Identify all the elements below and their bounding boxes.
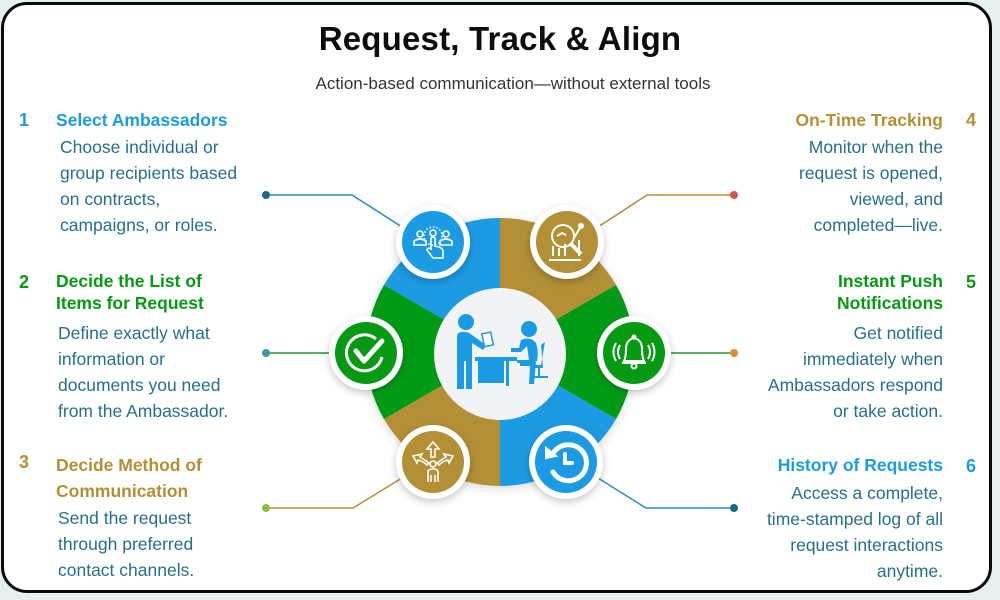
badge-person-crossroads-arrows-icon [396, 425, 470, 499]
page-subtitle: Action-based communication—without exter… [315, 74, 711, 93]
step-2-number: 2 [19, 272, 30, 292]
connector-dot-2 [262, 349, 270, 357]
step-6-heading: History of Requests [777, 455, 943, 475]
step-6-description: Access a complete, time-stamped log of a… [766, 483, 943, 581]
badge-select-people-click-icon [396, 205, 470, 279]
meeting-desk-icon [457, 314, 548, 389]
step-4-description: Monitor when the request is opened, view… [799, 137, 943, 235]
badge-history-clock-icon [529, 425, 603, 499]
badge-ringing-bell-icon [597, 316, 671, 390]
connector-dot-6 [730, 504, 738, 512]
step-3-heading: Decide Method of Communication [56, 455, 202, 501]
connector-1 [266, 194, 403, 228]
step-2-heading: Decide the List of Items for Request [56, 271, 204, 313]
step-1-number: 1 [19, 110, 30, 130]
step-1-heading: Select Ambassadors [56, 110, 228, 130]
step-2-description: Define exactly what information or docum… [58, 323, 229, 421]
center-circle [434, 288, 566, 420]
connector-4 [597, 194, 734, 228]
connectors [262, 191, 738, 512]
badge-magnifier-analytics-icon [530, 205, 604, 279]
connector-dot-3 [262, 504, 270, 512]
step-5-heading: Instant Push Notifications [837, 271, 943, 313]
badge-check-circle-icon [329, 316, 403, 390]
segment-2 [366, 285, 500, 419]
connector-3 [266, 477, 403, 509]
step-3-description: Send the request through preferred conta… [58, 508, 195, 580]
step-3-number: 3 [19, 452, 30, 472]
step-5-description: Get notified immediately when Ambassador… [767, 323, 943, 421]
connector-dot-5 [730, 349, 738, 357]
page-title: Request, Track & Align [318, 20, 682, 57]
connector-6 [597, 477, 734, 509]
step-5-number: 5 [966, 272, 977, 292]
connector-dot-1 [262, 191, 270, 199]
step-4-number: 4 [966, 110, 977, 130]
step-1-description: Choose individual or group recipients ba… [60, 137, 238, 235]
connector-dot-4 [730, 191, 738, 199]
step-4-heading: On-Time Tracking [795, 110, 944, 130]
segment-5 [500, 285, 634, 419]
step-6-number: 6 [966, 456, 977, 476]
